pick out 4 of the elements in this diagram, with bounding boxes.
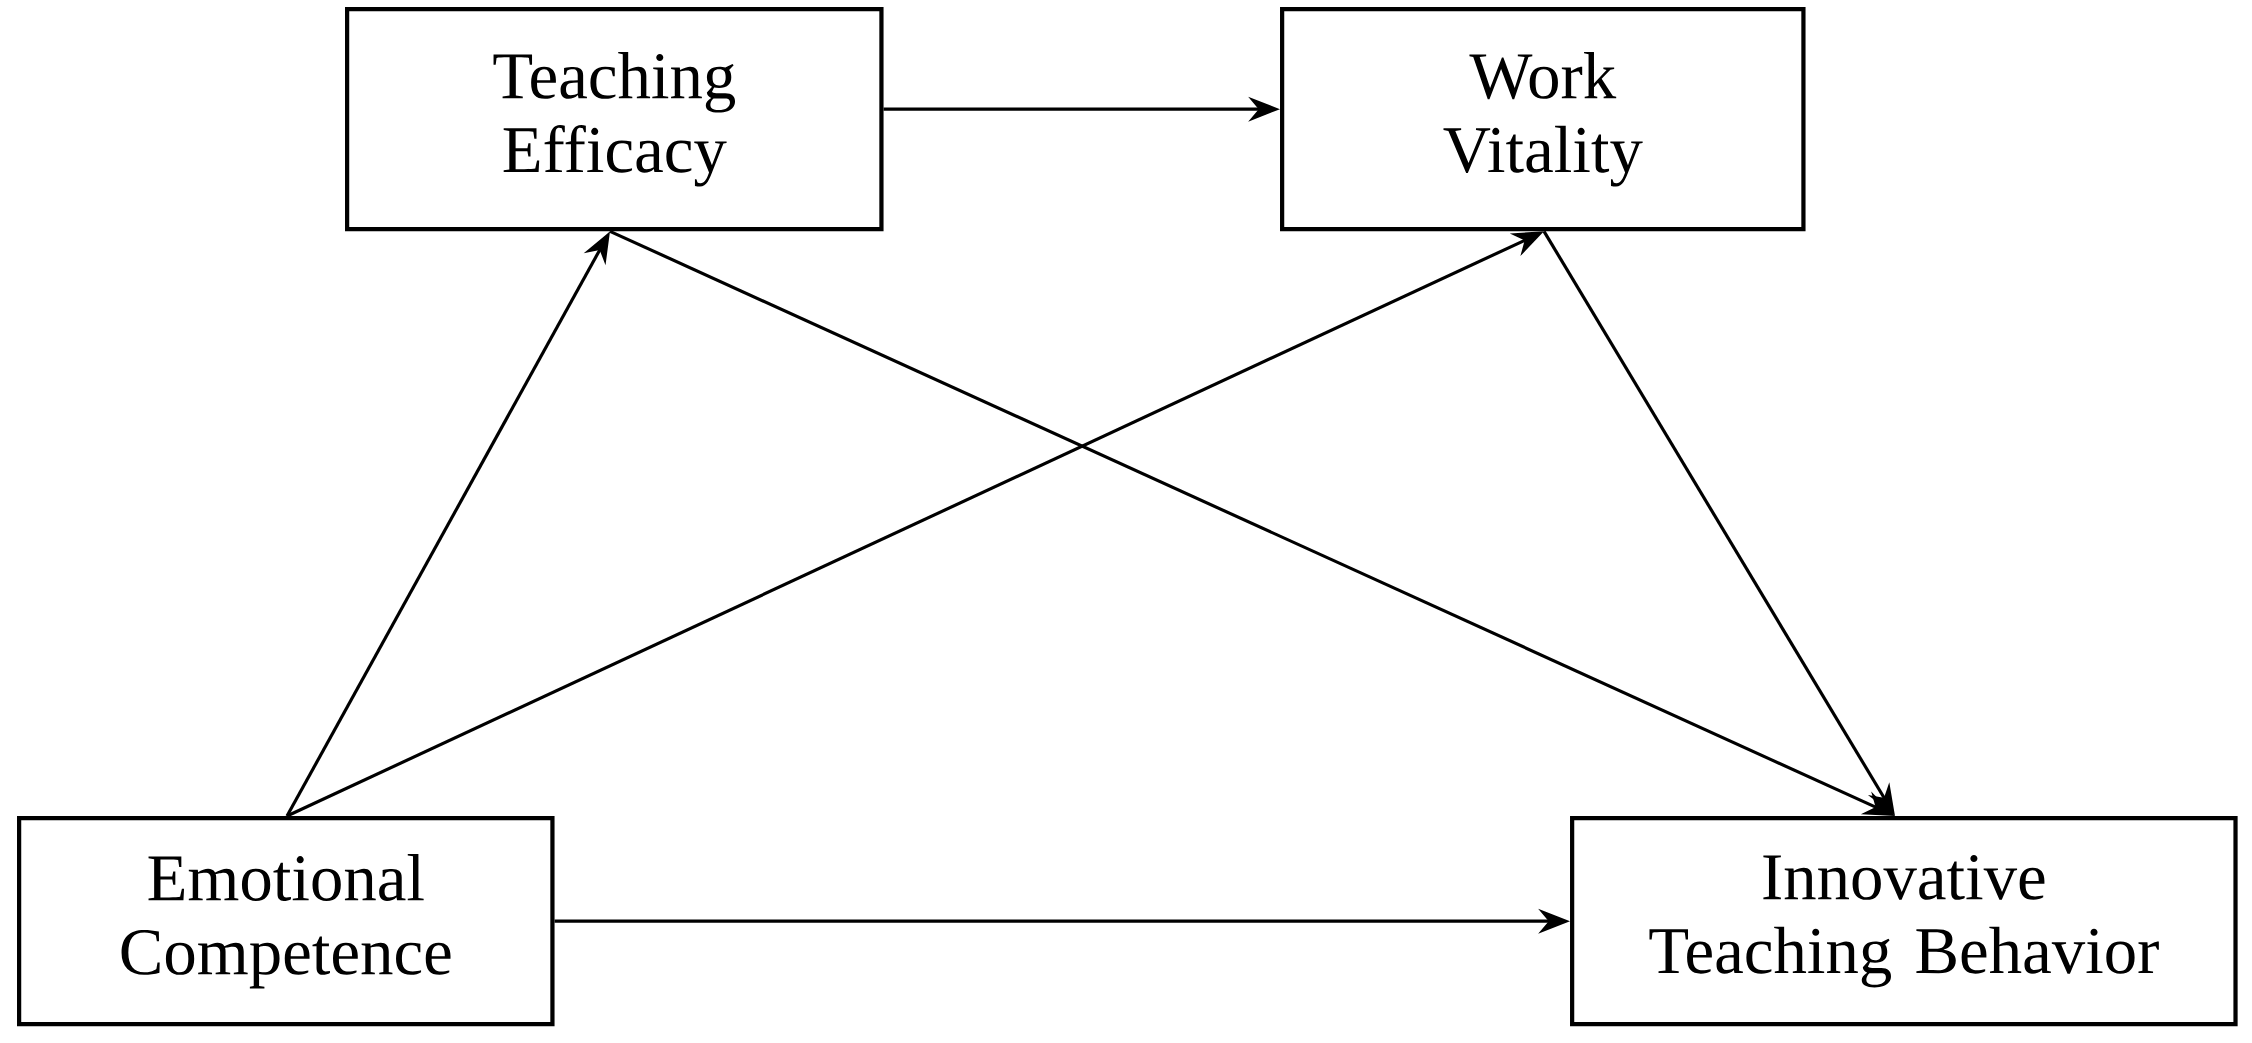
concept-box: Teaching Efficacy [345, 7, 884, 232]
concept-box: Work Vitality [1280, 7, 1806, 232]
concept-box: Innovative Teaching Behavior [1570, 816, 2238, 1027]
concept-box: Emotional Competence [17, 816, 555, 1027]
